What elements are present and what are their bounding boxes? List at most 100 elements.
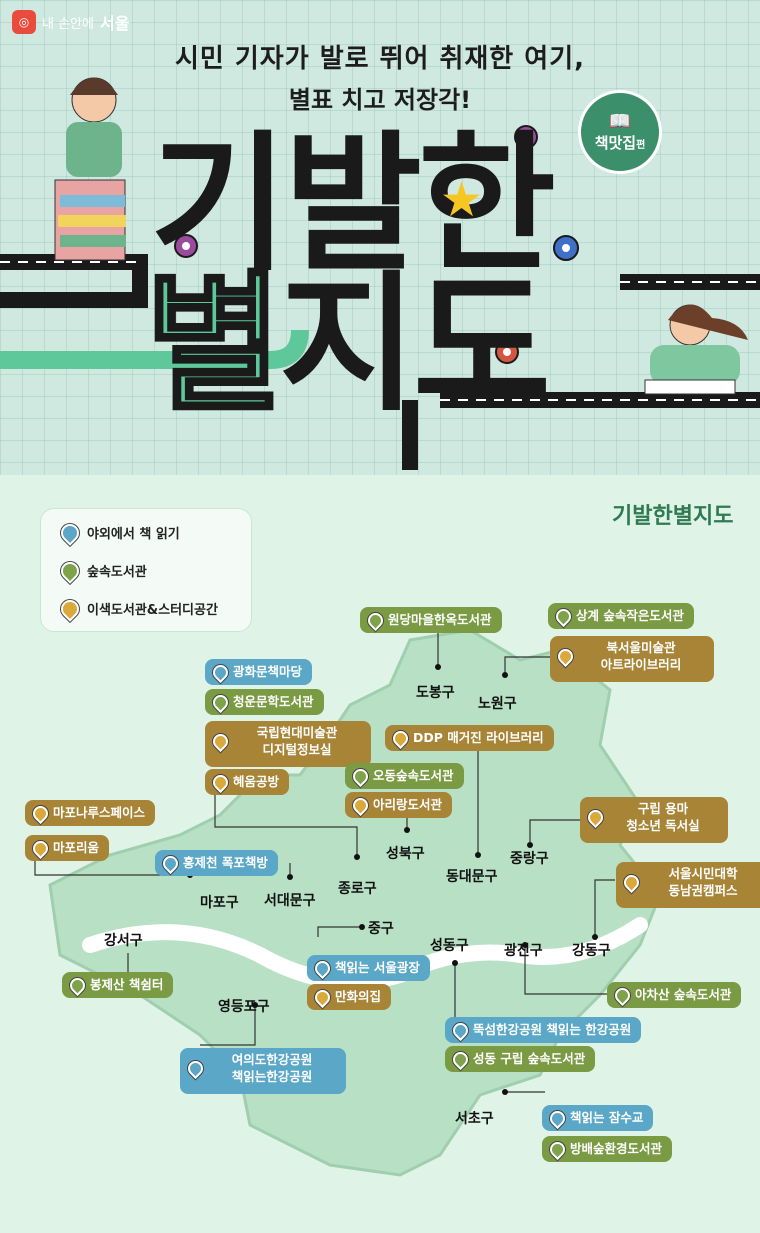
place-label: 만화의집 xyxy=(335,989,382,1004)
place-label: 책읽는 잠수교 xyxy=(570,1110,644,1125)
district-dobong: 도봉구 xyxy=(416,685,455,701)
district-jung: 중구 xyxy=(368,921,394,937)
legend-label: 야외에서 책 읽기 xyxy=(87,527,180,542)
place-label: 광화문책마당 xyxy=(233,664,303,679)
gold-pin-icon xyxy=(389,727,412,750)
place-hyeum-workshop[interactable]: 혜움공방 xyxy=(205,769,290,795)
place-label-line2: 책읽는한강공원 xyxy=(231,1069,313,1084)
district-seongbuk: 성북구 xyxy=(386,846,425,862)
gold-pin-icon xyxy=(209,730,232,753)
book-icon: 📖 xyxy=(608,111,632,132)
legend-item-unique: 이색도서관&스터디공간 xyxy=(57,595,218,622)
place-label-line1: 국립현대미술관 xyxy=(256,725,338,740)
place-label: 방배숲환경도서관 xyxy=(570,1141,663,1156)
place-label: 상계 숲속작은도서관 xyxy=(576,608,684,623)
gold-pin-icon xyxy=(57,595,83,622)
place-wondang-hanok-library[interactable]: 원당마을한옥도서관 xyxy=(360,607,502,633)
road-illustration xyxy=(0,77,760,470)
legend-label: 숲속도서관 xyxy=(87,565,147,580)
district-gangdong: 강동구 xyxy=(572,943,611,959)
badge-text: 책맛집 xyxy=(594,134,637,152)
hero-title-bottom: 별지도 xyxy=(143,268,551,422)
map-title: 기발한별지도 xyxy=(612,504,734,529)
district-jongno: 종로구 xyxy=(338,881,377,897)
place-label: 아리랑도서관 xyxy=(373,797,443,812)
gold-pin-icon xyxy=(29,837,52,860)
tagline-line2: 별표 치고 저장각! xyxy=(288,86,472,114)
place-mapo-rium[interactable]: 마포리움 xyxy=(25,835,110,861)
place-ttukseom-hangang-reading[interactable]: 뚝섬한강공원 책읽는 한강공원 xyxy=(445,1017,642,1043)
place-label-line2: 동남권캠퍼스 xyxy=(668,883,738,898)
brand-prefix: 내 손안에 xyxy=(42,16,94,32)
place-seongdong-forest-library[interactable]: 성동 구립 숲속도서관 xyxy=(445,1046,596,1072)
place-label: 봉제산 책쉼터 xyxy=(90,977,164,992)
legend-label: 이색도서관&스터디공간 xyxy=(87,603,218,618)
seoul-land xyxy=(48,628,662,1177)
gold-pin-icon xyxy=(584,806,607,829)
district-seongdong: 성동구 xyxy=(430,938,469,954)
place-label: 홍제천 폭포책방 xyxy=(183,855,268,870)
place-label: 뚝섬한강공원 책읽는 한강공원 xyxy=(473,1022,632,1037)
place-label: 아차산 숲속도서관 xyxy=(635,987,732,1002)
brand-name: 서울 xyxy=(99,14,130,33)
place-label-line1: 여의도한강공원 xyxy=(231,1052,313,1067)
green-pin-icon xyxy=(349,765,372,788)
place-cheongun-literature-library[interactable]: 청운문학도서관 xyxy=(205,689,324,715)
star-icon: ★ xyxy=(440,172,484,228)
district-gangseo: 강서구 xyxy=(104,933,143,949)
place-odong-forest-library[interactable]: 오동숲속도서관 xyxy=(345,763,464,789)
district-mapo: 마포구 xyxy=(200,895,239,911)
place-hongjecheon-waterfall-bookshop[interactable]: 홍제천 폭포책방 xyxy=(155,850,278,876)
district-seodaemun: 서대문구 xyxy=(264,893,316,909)
hero-pin-purple-1 xyxy=(174,234,198,258)
place-ddp-magazine-library[interactable]: DDP 매거진 라이브러리 xyxy=(385,725,554,751)
place-gwanghwamun-book-yard[interactable]: 광화문책마당 xyxy=(205,659,313,685)
place-bangbae-forest-env-library[interactable]: 방배숲환경도서관 xyxy=(542,1136,673,1162)
place-bongjesan-book-rest[interactable]: 봉제산 책쉼터 xyxy=(62,972,174,998)
brand[interactable]: ◎ 내 손안에 서울 xyxy=(12,10,129,34)
place-label-line2: 청소년 독서실 xyxy=(626,818,700,833)
blue-pin-icon xyxy=(159,852,182,875)
district-gwangjin: 광진구 xyxy=(504,943,543,959)
hero-title-green: 별 xyxy=(143,258,285,432)
blue-pin-icon xyxy=(57,519,83,546)
green-pin-icon xyxy=(546,1138,569,1161)
place-sanggye-forest-library[interactable]: 상계 숲속작은도서관 xyxy=(548,603,694,629)
blue-pin-icon xyxy=(311,957,334,980)
place-label: 원당마을한옥도서관 xyxy=(388,612,492,627)
place-arirang-library[interactable]: 아리랑도서관 xyxy=(345,792,453,818)
place-label: 마포나루스페이스 xyxy=(53,805,146,820)
place-jamsugyo-reading[interactable]: 책읽는 잠수교 xyxy=(542,1105,654,1131)
hero-title-rest: 지도 xyxy=(279,258,551,432)
place-label: 마포리움 xyxy=(53,840,100,855)
gold-pin-icon xyxy=(554,645,577,668)
legend-item-outdoor: 야외에서 책 읽기 xyxy=(57,519,180,546)
place-label-line1: 서울시민대학 xyxy=(668,866,738,881)
blue-pin-icon xyxy=(209,661,232,684)
green-pin-icon xyxy=(66,974,89,997)
green-pin-icon xyxy=(611,984,634,1007)
green-pin-icon xyxy=(57,557,83,584)
hero-banner: ◎ 내 손안에 서울 시민 기자가 발로 뛰어 취재한 여기, 별표 치고 저장… xyxy=(0,0,760,475)
green-pin-icon xyxy=(552,605,575,628)
place-label: 책읽는 서울광장 xyxy=(335,960,420,975)
place-label: 혜움공방 xyxy=(233,774,280,789)
district-seocho: 서초구 xyxy=(455,1111,494,1127)
hero-title-top: 기발한 xyxy=(150,118,556,292)
badge-suffix: 편 xyxy=(636,140,646,151)
place-mapo-naru-space[interactable]: 마포나루스페이스 xyxy=(25,800,156,826)
place-label: DDP 매거진 라이브러리 xyxy=(413,730,544,745)
place-label-line2: 디지털정보실 xyxy=(262,742,332,757)
gold-pin-icon xyxy=(349,794,372,817)
gold-pin-icon xyxy=(620,871,643,894)
place-achasan-forest-library[interactable]: 아차산 숲속도서관 xyxy=(607,982,742,1008)
place-manhwa-house[interactable]: 만화의집 xyxy=(307,984,392,1010)
place-label-line1: 북서울미술관 xyxy=(606,640,676,655)
blue-pin-icon xyxy=(184,1057,207,1080)
place-seoul-plaza-reading[interactable]: 책읽는 서울광장 xyxy=(307,955,430,981)
